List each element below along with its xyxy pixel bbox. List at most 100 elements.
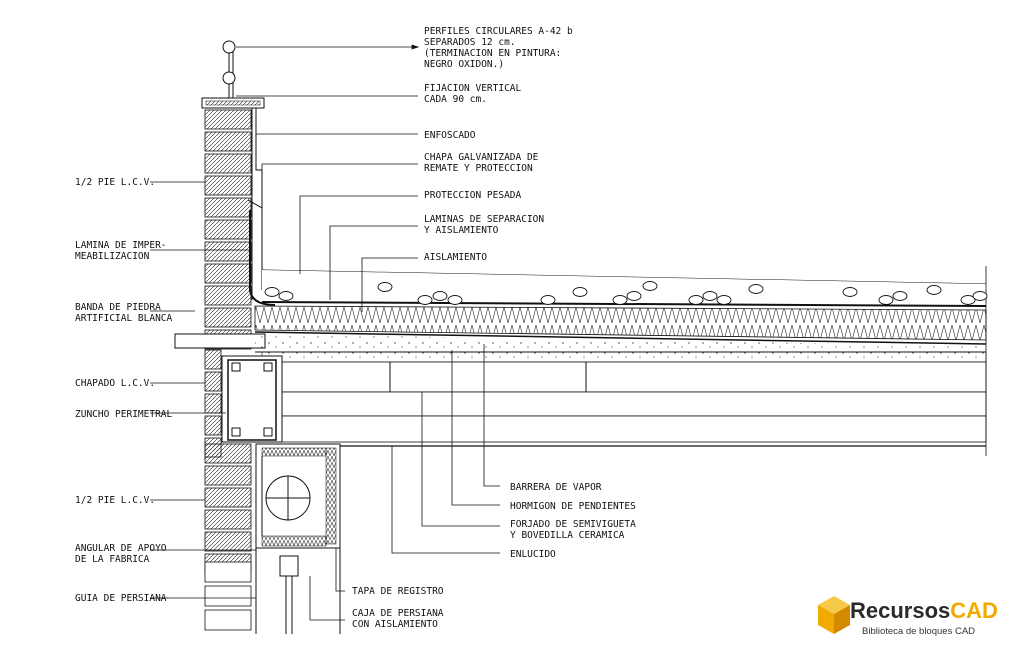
label-line: CHAPA GALVANIZADA DE	[424, 152, 539, 163]
label-line: BANDA DE PIEDRA	[75, 302, 161, 313]
left-label-medio-pie-2: 1/2 PIE L.C.V.	[75, 495, 155, 506]
label-line: CAJA DE PERSIANA	[352, 608, 444, 619]
gravel-protection	[264, 281, 988, 305]
label-line: REMATE Y PROTECCION	[424, 163, 533, 174]
stone-band	[174, 333, 266, 349]
label-line: ENFOSCADO	[424, 130, 476, 141]
gravel-stone	[626, 291, 642, 301]
brick-course	[204, 465, 252, 486]
brick-course	[204, 241, 252, 262]
brick-course	[204, 509, 252, 530]
right-label-proteccion: PROTECCION PESADA	[424, 190, 522, 201]
right-label-enfoscado: ENFOSCADO	[424, 130, 476, 141]
label-line: 1/2 PIE L.C.V.	[75, 495, 155, 506]
brand-logo: RecursosCAD Biblioteca de bloques CAD	[818, 596, 998, 637]
parapet-coping	[201, 97, 265, 109]
label-line: MEABILIZACION	[75, 251, 150, 262]
brand-tagline: Biblioteca de bloques CAD	[862, 626, 975, 637]
label-line: ANGULAR DE APOYO	[75, 543, 167, 554]
left-label-chapado: CHAPADO L.C.V.	[75, 378, 155, 389]
gravel-stone	[702, 291, 718, 301]
label-line: LAMINAS DE SEPARACION	[424, 214, 544, 225]
roof-layers	[254, 266, 987, 456]
brick-course	[204, 349, 222, 370]
gravel-stone	[716, 295, 732, 305]
label-line: ZUNCHO PERIMETRAL	[75, 409, 173, 420]
label-line: (TERMINACION EN PINTURA:	[424, 48, 561, 59]
label-line: LAMINA DE IMPER-	[75, 240, 167, 251]
cube-logo-icon	[818, 596, 850, 634]
brick-course	[204, 561, 252, 583]
gravel-stone	[278, 291, 294, 301]
label-line: CHAPADO L.C.V.	[75, 378, 155, 389]
brick-course	[204, 371, 222, 392]
brick-course	[204, 307, 252, 328]
right-label-enlucido: ENLUCIDO	[510, 549, 556, 560]
brick-course	[204, 197, 252, 218]
label-line: NEGRO OXIDON.)	[424, 59, 504, 70]
left-callouts: 1/2 PIE L.C.V. LAMINA DE IMPER-MEABILIZAC…	[75, 177, 173, 604]
gravel-stone	[540, 295, 556, 305]
gravel-stone	[842, 287, 858, 297]
gravel-stone	[417, 295, 433, 305]
left-label-guia: GUIA DE PERSIANA	[75, 593, 167, 604]
brick-course	[204, 175, 252, 196]
left-label-zuncho: ZUNCHO PERIMETRAL	[75, 409, 173, 420]
label-line: CON AISLAMIENTO	[352, 619, 438, 630]
railing-profile	[222, 40, 236, 98]
brick-course	[204, 219, 252, 240]
left-label-medio-pie-1: 1/2 PIE L.C.V.	[75, 177, 155, 188]
gravel-stone	[377, 282, 393, 292]
brick-course	[204, 285, 252, 306]
parapet-wall	[204, 109, 252, 350]
label-line: FIJACION VERTICAL	[424, 83, 522, 94]
gravel-stone	[878, 295, 894, 305]
gravel-stone	[960, 295, 976, 305]
right-label-aislamiento: AISLAMIENTO	[424, 252, 487, 263]
gravel-stone	[688, 295, 704, 305]
right-label-tapa: TAPA DE REGISTRO	[352, 586, 444, 597]
label-line: DE LA FABRICA	[75, 554, 150, 565]
brick-course	[204, 109, 252, 130]
gravel-stone	[572, 287, 588, 297]
brick-course	[204, 415, 222, 436]
right-label-barrera: BARRERA DE VAPOR	[510, 482, 602, 493]
brand-name-main: Recursos	[850, 598, 950, 623]
label-line: BARRERA DE VAPOR	[510, 482, 602, 493]
gravel-stone	[264, 287, 280, 297]
flashing	[247, 108, 276, 306]
perimeter-beam	[221, 355, 283, 443]
label-line: SEPARADOS 12 cm.	[424, 37, 516, 48]
gravel-stone	[926, 285, 942, 295]
label-line: 1/2 PIE L.C.V.	[75, 177, 155, 188]
leader-lines	[150, 44, 500, 621]
label-line: ARTIFICIAL BLANCA	[75, 313, 173, 324]
blind-box	[255, 443, 341, 634]
label-line: GUIA DE PERSIANA	[75, 593, 167, 604]
brick-course	[204, 531, 252, 552]
gravel-stone	[447, 295, 463, 305]
brick-course	[204, 393, 222, 414]
svg-text:RecursosCAD: RecursosCAD	[850, 598, 998, 623]
brick-course	[204, 609, 252, 631]
gravel-stone	[612, 295, 628, 305]
brick-course	[204, 585, 252, 607]
brand-name-accent: CAD	[950, 598, 998, 623]
brick-course	[204, 153, 252, 174]
label-line: Y AISLAMIENTO	[424, 225, 499, 236]
label-line: AISLAMIENTO	[424, 252, 487, 263]
gravel-stone	[892, 291, 908, 301]
label-line: FORJADO DE SEMIVIGUETA	[510, 519, 636, 530]
label-line: TAPA DE REGISTRO	[352, 586, 444, 597]
label-line: CADA 90 cm.	[424, 94, 487, 105]
left-label-lamina-imper: LAMINA DE IMPER-MEABILIZACION	[75, 240, 167, 262]
